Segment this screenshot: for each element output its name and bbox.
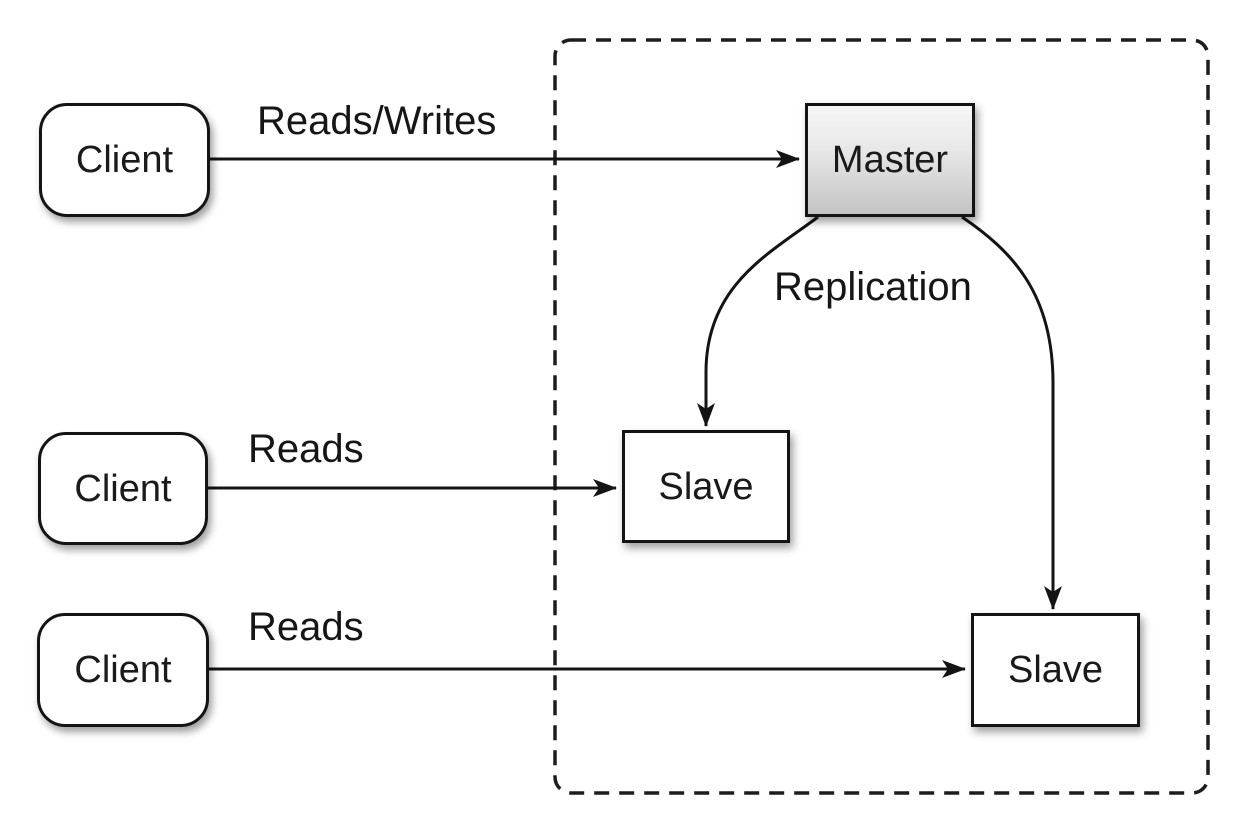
edge-label-replication: Replication <box>774 265 972 309</box>
node-client-1: Client <box>39 103 210 217</box>
edge-master-slave2-arrow <box>961 215 1062 610</box>
edge-label-reads-middle: Reads <box>248 427 364 471</box>
node-slave-1: Slave <box>622 430 790 543</box>
node-master: Master <box>805 103 975 217</box>
node-client-2: Client <box>38 432 208 545</box>
edge-label-reads-writes: Reads/Writes <box>257 99 497 143</box>
node-client-3: Client <box>37 613 209 727</box>
node-slave-1-label: Slave <box>658 465 754 508</box>
edge-master-slave1-arrow <box>697 215 819 427</box>
node-master-label: Master <box>831 139 949 181</box>
cluster-boundary <box>553 38 1210 795</box>
node-slave-2: Slave <box>971 613 1140 727</box>
node-client-2-label: Client <box>74 467 172 510</box>
node-client-1-label: Client <box>75 139 174 181</box>
node-client-3-label: Client <box>74 649 172 691</box>
edge-label-reads-bottom: Reads <box>248 605 364 649</box>
node-slave-2-label: Slave <box>1007 649 1104 691</box>
